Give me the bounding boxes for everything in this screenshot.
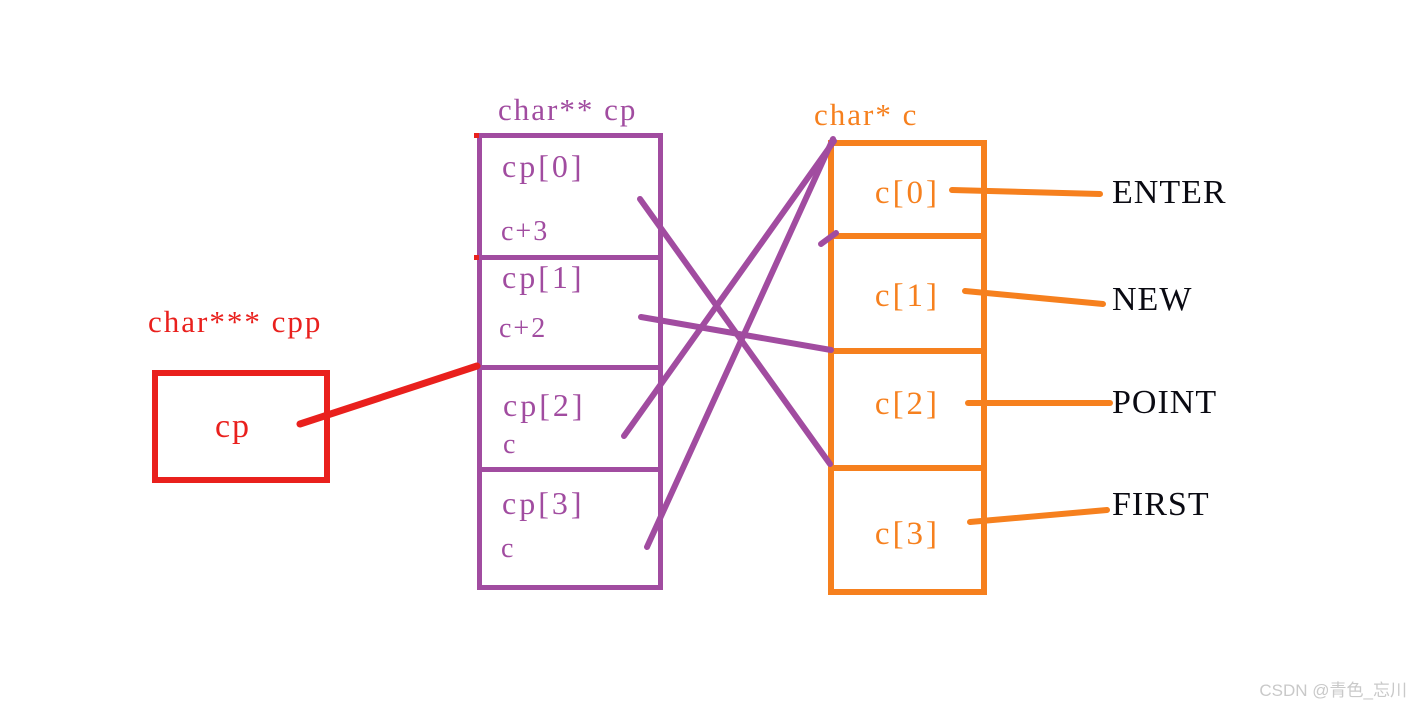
cp-cell-name: cp[3] <box>502 485 585 521</box>
c-title: char* c <box>814 97 919 132</box>
cp-cell-value: c+2 <box>499 313 548 344</box>
string-label-point: POINT <box>1112 384 1218 421</box>
cp-divider <box>482 365 658 370</box>
cp-divider <box>482 467 658 472</box>
cp-title: char** cp <box>498 92 638 127</box>
cp-cell-value: c <box>501 533 516 564</box>
cpp-box: cp <box>152 370 330 483</box>
pointer-line-cp3-to-c0 <box>644 136 836 550</box>
pointer-line-cp0-to-c3 <box>637 196 833 467</box>
cp-cell-name: cp[0] <box>502 148 585 184</box>
string-label-new: NEW <box>1112 281 1193 318</box>
cp-divider <box>482 255 658 260</box>
c-cell-name: c[1] <box>874 278 941 314</box>
cp-box: cp[0] c+3 cp[1] c+2 cp[2] c cp[3] c <box>477 133 663 590</box>
c-box: c[0] c[1] c[2] c[3] <box>828 140 987 595</box>
cp-cell-value: c <box>503 429 518 460</box>
pointer-line-cp1-to-c2 <box>638 314 834 353</box>
c-divider <box>834 233 981 239</box>
watermark: CSDN @青色_忘川 <box>1259 681 1407 700</box>
c-cell-name: c[3] <box>874 516 941 552</box>
cpp-cell-value: cp <box>214 407 252 445</box>
cp-cell-name: cp[1] <box>502 259 585 295</box>
c-divider <box>834 348 981 354</box>
c-cell-name: c[2] <box>874 386 941 422</box>
cp-cell-value: c+3 <box>501 216 550 247</box>
cp-cell-name: cp[2] <box>503 387 586 423</box>
string-label-enter: ENTER <box>1112 174 1227 211</box>
string-line-c3-first <box>967 507 1110 525</box>
c-cell-name: c[0] <box>874 175 941 211</box>
red-dot-artifact <box>474 133 479 138</box>
c-divider <box>834 465 981 471</box>
string-label-first: FIRST <box>1112 486 1210 523</box>
cpp-title: char*** cpp <box>148 304 323 339</box>
red-dot-artifact <box>474 255 479 260</box>
